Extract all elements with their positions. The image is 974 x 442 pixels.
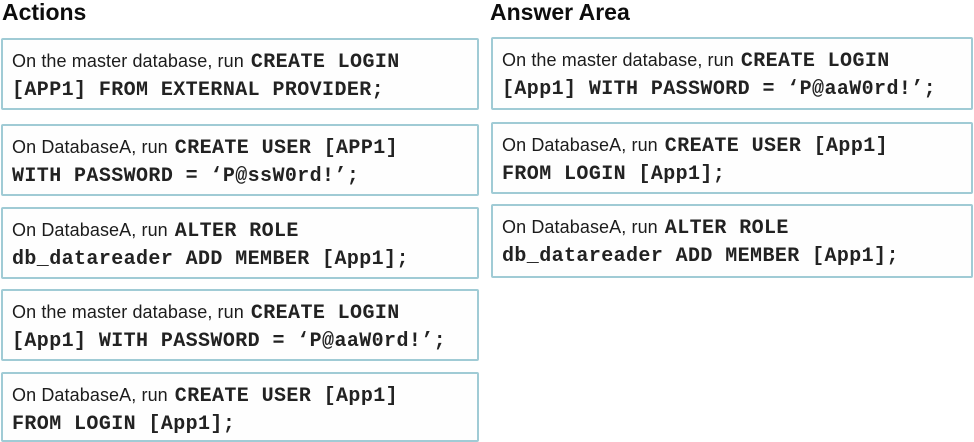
tile-line-1: On DatabaseA, run CREATE USER [APP1] bbox=[12, 133, 471, 163]
tile-code: CREATE USER [APP1] bbox=[174, 137, 399, 160]
tile-code: CREATE LOGIN bbox=[250, 302, 400, 325]
tile-code: ALTER ROLE bbox=[664, 217, 789, 240]
tile-code-line-2: [App1] WITH PASSWORD = ‘P@aaW0rd!’; bbox=[502, 78, 937, 101]
tile-code-line-2: FROM LOGIN [App1]; bbox=[502, 163, 726, 186]
tile-prose: On DatabaseA, run bbox=[12, 385, 168, 405]
tile-code: ALTER ROLE bbox=[174, 220, 299, 243]
tile-prose: On DatabaseA, run bbox=[502, 217, 658, 237]
tile-line-1: On the master database, run CREATE LOGIN bbox=[12, 298, 471, 328]
tile-code: CREATE USER [App1] bbox=[174, 385, 399, 408]
tile-prose: On the master database, run bbox=[502, 50, 734, 70]
tile-line-1: On the master database, run CREATE LOGIN bbox=[12, 47, 471, 77]
answer-area-column-header: Answer Area bbox=[490, 0, 630, 25]
tile-line-1: On DatabaseA, run ALTER ROLE bbox=[12, 216, 471, 246]
tile-code: CREATE LOGIN bbox=[250, 51, 400, 74]
action-tile-3[interactable]: On DatabaseA, run ALTER ROLE db_datareade… bbox=[1, 207, 479, 279]
tile-prose: On the master database, run bbox=[12, 302, 244, 322]
tile-line-1: On DatabaseA, run ALTER ROLE bbox=[502, 213, 965, 243]
tile-prose: On the master database, run bbox=[12, 51, 244, 71]
answer-tile-3[interactable]: On DatabaseA, run ALTER ROLE db_datareade… bbox=[491, 204, 973, 278]
action-tile-2[interactable]: On DatabaseA, run CREATE USER [APP1] WITH… bbox=[1, 124, 479, 196]
actions-column-header: Actions bbox=[2, 0, 87, 25]
tile-line-1: On DatabaseA, run CREATE USER [App1] bbox=[12, 381, 471, 411]
tile-prose: On DatabaseA, run bbox=[12, 137, 168, 157]
tile-code-line-2: [APP1] FROM EXTERNAL PROVIDER; bbox=[12, 79, 385, 102]
tile-line-1: On DatabaseA, run CREATE USER [App1] bbox=[502, 131, 965, 161]
tile-code-line-2: db_datareader ADD MEMBER [App1]; bbox=[12, 248, 409, 271]
tile-prose: On DatabaseA, run bbox=[12, 220, 168, 240]
tile-code-line-2: FROM LOGIN [App1]; bbox=[12, 413, 236, 436]
tile-code: CREATE LOGIN bbox=[740, 50, 890, 73]
tile-code-line-2: db_datareader ADD MEMBER [App1]; bbox=[502, 245, 899, 268]
answer-tile-2[interactable]: On DatabaseA, run CREATE USER [App1] FROM… bbox=[491, 122, 973, 194]
tile-code-line-2: [App1] WITH PASSWORD = ‘P@aaW0rd!’; bbox=[12, 330, 447, 353]
tile-code-line-2: WITH PASSWORD = ‘P@ssW0rd!’; bbox=[12, 165, 360, 188]
action-tile-5[interactable]: On DatabaseA, run CREATE USER [App1] FROM… bbox=[1, 372, 479, 442]
tile-code: CREATE USER [App1] bbox=[664, 135, 889, 158]
tile-prose: On DatabaseA, run bbox=[502, 135, 658, 155]
tile-line-1: On the master database, run CREATE LOGIN bbox=[502, 46, 965, 76]
